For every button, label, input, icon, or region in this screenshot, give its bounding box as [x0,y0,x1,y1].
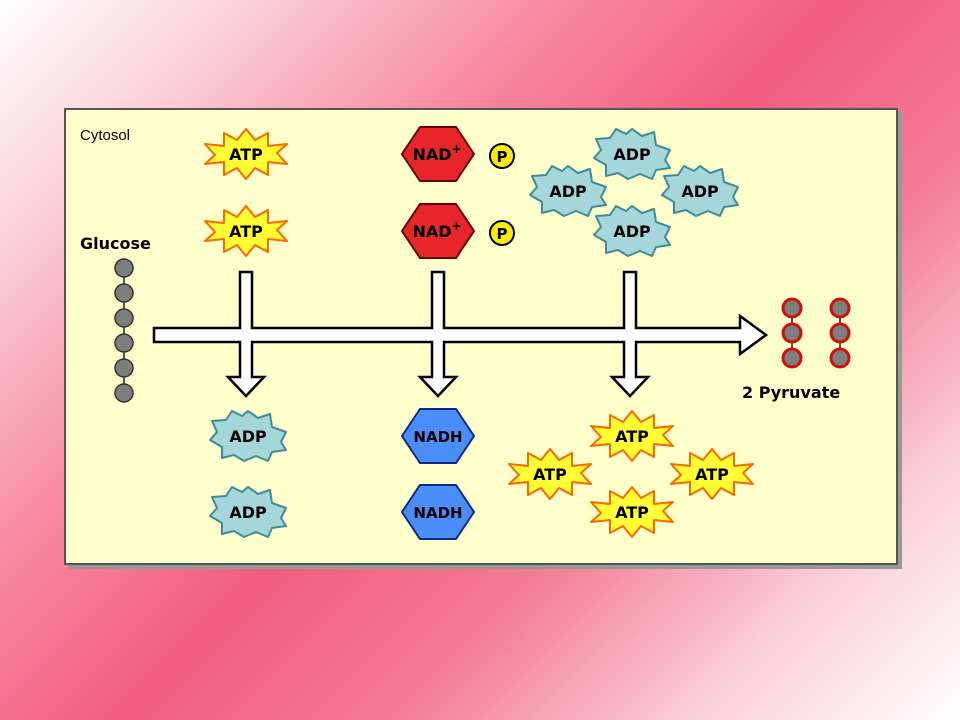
atp-label: ATP [229,222,263,241]
pyruvate-carbon [781,322,803,344]
atp-label: ATP [229,145,263,164]
pyruvate-carbon [781,297,803,319]
atp-molecule: ATP [590,486,674,538]
atp-label: ATP [615,503,649,522]
cytosol-label: Cytosol [80,127,130,144]
pyruvate-carbon [829,322,851,344]
adp-molecule: ADP [593,128,671,180]
glycolysis-diagram: Cytosol Glucose 2 Pyruvate [80,126,851,540]
atp-label: ATP [695,465,729,484]
pyruvate-molecule [829,297,851,369]
pyruvate-molecule [781,297,803,369]
nadh-molecule: NADH [400,484,476,540]
nad-label: NAD [412,145,451,164]
nadh-label: NADH [413,504,462,522]
phosphate-label: P [497,148,508,166]
adp-molecule: ADP [593,205,671,257]
glucose-carbon [114,258,134,278]
nad-plus-molecule: NAD+ [400,126,476,182]
pyruvate-label: 2 Pyruvate [742,383,840,402]
svg-text:NAD+: NAD+ [412,142,461,164]
atp-molecule: ATP [204,205,288,257]
glucose-label: Glucose [80,234,151,253]
adp-molecule: ADP [661,165,739,217]
atp-molecule: ATP [508,448,592,500]
pyruvate-carbon [829,297,851,319]
pyruvate-carbon [829,347,851,369]
adp-label: ADP [229,503,267,522]
nad-superscript: + [452,219,462,233]
nad-plus-molecule: NAD+ [400,203,476,259]
atp-molecule: ATP [670,448,754,500]
adp-label: ADP [549,182,587,201]
nad-superscript: + [452,142,462,156]
glucose-carbon [114,358,134,378]
adp-label: ADP [613,145,651,164]
phosphate-molecule: P [489,220,515,246]
nadh-label: NADH [413,428,462,446]
adp-molecule: ADP [209,486,287,538]
glucose-molecule [114,258,134,403]
glycolysis-pathway-arrow [152,270,769,398]
atp-label: ATP [533,465,567,484]
adp-molecule: ADP [529,165,607,217]
pyruvate-carbon [781,347,803,369]
svg-text:NAD+: NAD+ [412,219,461,241]
nad-label: NAD [412,222,451,241]
nadh-molecule: NADH [400,408,476,464]
glucose-carbon [114,333,134,353]
adp-label: ADP [613,222,651,241]
adp-label: ADP [229,427,267,446]
glucose-carbon [114,383,134,403]
adp-label: ADP [681,182,719,201]
phosphate-label: P [497,225,508,243]
glucose-carbon [114,308,134,328]
adp-molecule: ADP [209,410,287,462]
glycolysis-diagram-panel: Cytosol Glucose 2 Pyruvate [64,108,898,565]
glucose-carbon [114,283,134,303]
atp-label: ATP [615,427,649,446]
atp-molecule: ATP [590,410,674,462]
atp-molecule: ATP [204,128,288,180]
phosphate-molecule: P [489,143,515,169]
